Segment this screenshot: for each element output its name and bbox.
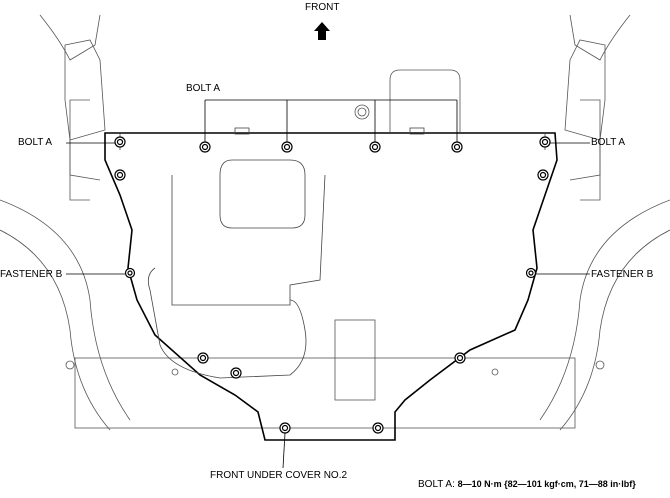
part-name-label: FRONT UNDER COVER NO.2 — [210, 470, 348, 481]
bolt-a — [114, 136, 126, 148]
leader-lines — [66, 99, 590, 469]
bolt — [197, 352, 209, 364]
bolt-a — [369, 141, 381, 153]
fastener-b-left-label: FASTENER B — [0, 269, 63, 280]
bolt-a-right-label: BOLT A — [591, 137, 626, 148]
torque-spec-value: 8—10 N·m {82—101 kgf·cm, 71—88 in·lbf} — [457, 479, 636, 489]
fastener-b — [124, 267, 136, 279]
bolt-a — [114, 169, 126, 181]
bolt-a — [539, 136, 551, 148]
front-under-cover — [104, 132, 558, 441]
bolt-a — [281, 141, 293, 153]
bolt-a-left-label: BOLT A — [18, 137, 53, 148]
chassis-background — [0, 14, 670, 431]
bolt-a-top-label: BOLT A — [186, 83, 221, 94]
front-direction-label: FRONT — [305, 2, 340, 13]
bolt-a — [451, 141, 463, 153]
arrow-up-icon — [314, 22, 330, 40]
bolt — [279, 422, 291, 434]
fastener-b — [525, 267, 537, 279]
bolt-a — [199, 141, 211, 153]
bolt — [372, 422, 384, 434]
clip — [230, 367, 242, 379]
torque-spec: BOLT A: 8—10 N·m {82—101 kgf·cm, 71—88 i… — [418, 479, 636, 490]
cover-inner-details — [119, 127, 546, 379]
bolts — [114, 136, 551, 434]
bolt-a — [537, 169, 549, 181]
torque-spec-prefix: BOLT A: — [418, 479, 455, 490]
bolt — [454, 352, 466, 364]
fastener-b-right-label: FASTENER B — [591, 269, 654, 280]
